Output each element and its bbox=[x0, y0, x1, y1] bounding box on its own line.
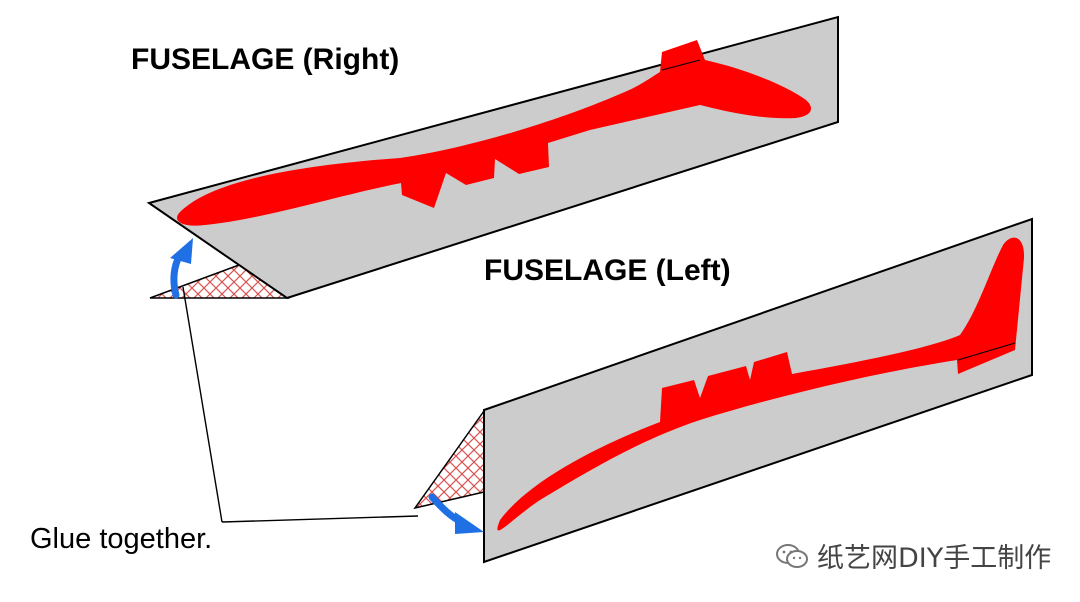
wechat-icon bbox=[776, 543, 808, 568]
fuselage-left-title: FUSELAGE (Left) bbox=[484, 254, 731, 287]
leader-line-right bbox=[182, 286, 223, 523]
fuselage-left-panel bbox=[413, 217, 1033, 564]
fuselage-left-glue-tab bbox=[413, 408, 485, 510]
watermark: 纸艺网DIY手工制作 bbox=[775, 536, 1051, 575]
leader-line-left bbox=[221, 515, 419, 523]
fuselage-right-title: FUSELAGE (Right) bbox=[131, 43, 400, 76]
fuselage-right-shape bbox=[177, 40, 812, 226]
fuselage-left-hinge-line bbox=[957, 342, 1016, 361]
fold-arrow-right bbox=[170, 238, 193, 299]
fold-arrow-left bbox=[428, 493, 484, 534]
watermark-text: 纸艺网DIY手工制作 bbox=[817, 543, 1052, 574]
glue-instruction: Glue together. bbox=[30, 523, 213, 555]
glue-leader-lines bbox=[182, 286, 419, 523]
fuselage-left-shape bbox=[497, 237, 1025, 531]
fuselage-right-panel bbox=[146, 15, 839, 300]
fuselage-right-hinge-line bbox=[661, 59, 701, 71]
